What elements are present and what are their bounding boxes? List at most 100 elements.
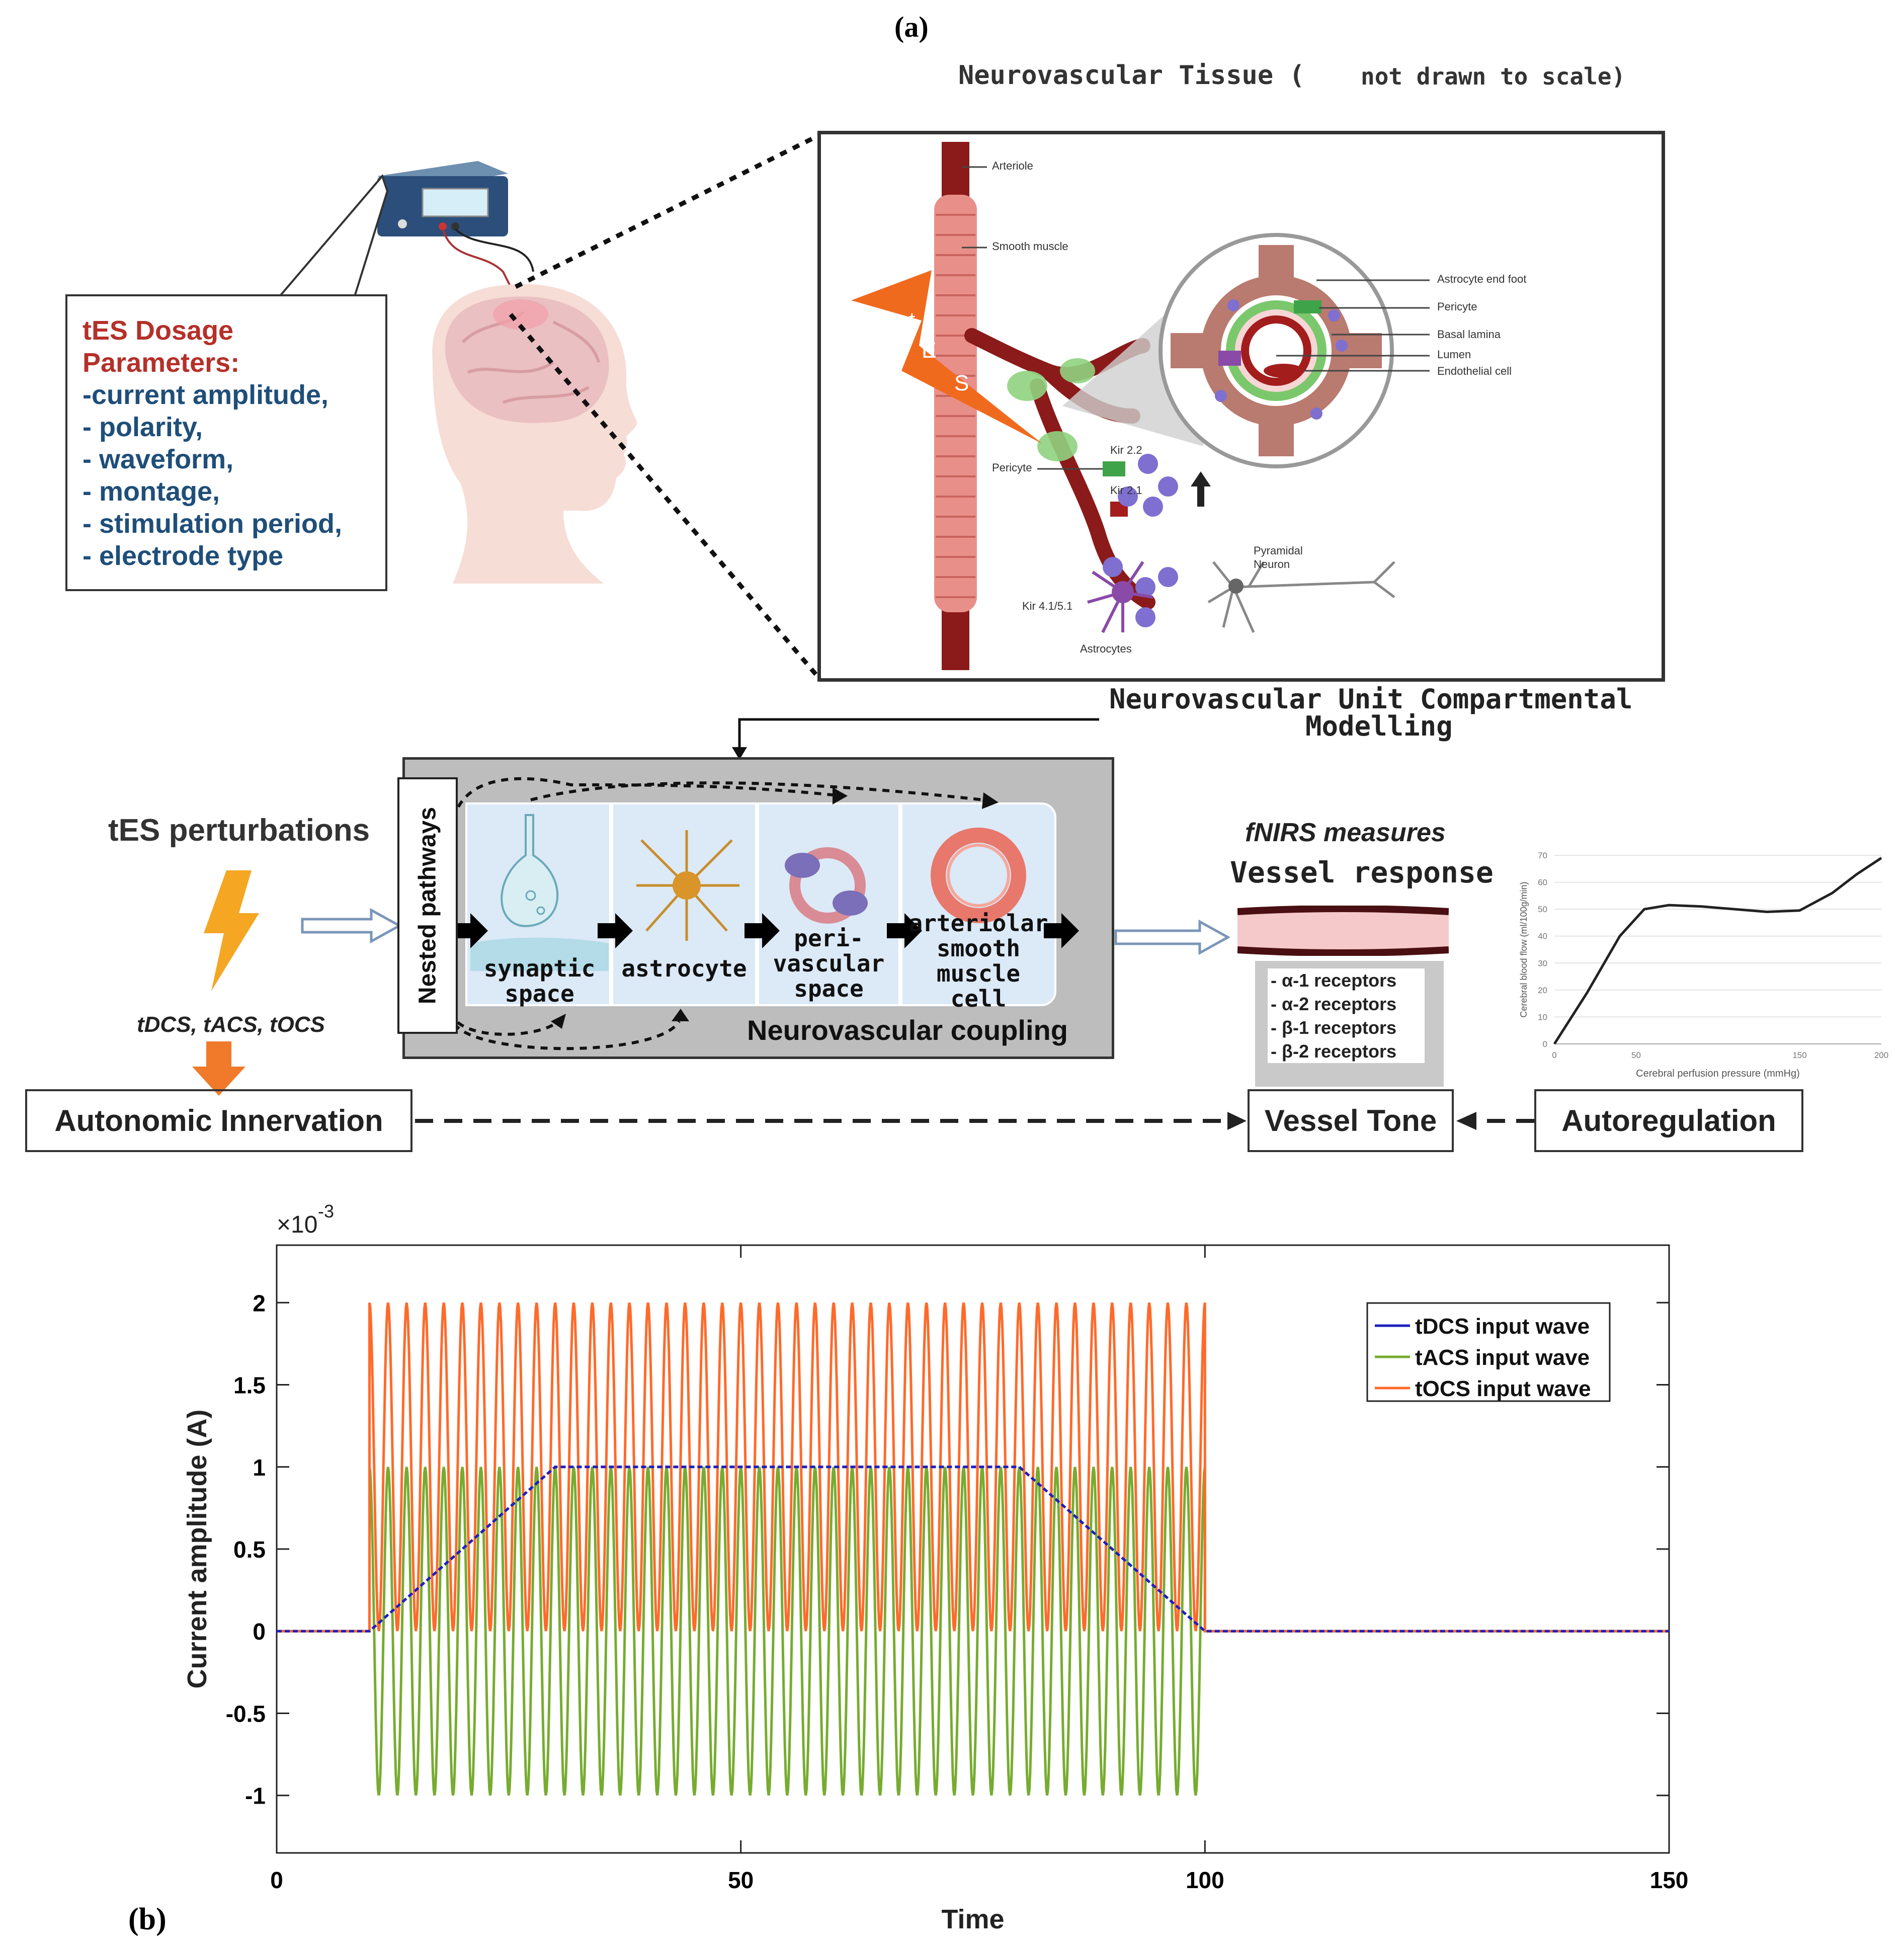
cell-label-smooth-muscle: arteriolar smooth muscle cell <box>900 911 1056 1011</box>
receptor-item: - β-1 receptors <box>1271 1017 1397 1038</box>
y-tick-label: 20 <box>1538 986 1547 995</box>
dosage-title-1: tES Dosage <box>82 315 234 346</box>
cell-label-line: synaptic <box>483 955 596 982</box>
cell-label-line: arteriolar <box>908 910 1048 937</box>
cell-label-astrocyte: astrocyte <box>611 956 757 981</box>
label-kir41: Kir 4.1/5.1 <box>1022 600 1073 612</box>
head-icon <box>432 284 637 584</box>
cell-label-line: vascular <box>773 950 885 977</box>
y-tick-label: 2 <box>253 1290 266 1316</box>
autoregulation-curve <box>1553 857 1882 1045</box>
autoregulation-box: Autoregulation <box>1534 1089 1803 1152</box>
y-tick-label: 0 <box>1543 1039 1547 1049</box>
legend-entry: tOCS input wave <box>1415 1376 1591 1401</box>
y-axis-label: Current amplitude (A) <box>182 1409 212 1688</box>
y-axis-label: Cerebral blood flow (ml/100g/min) <box>1519 881 1529 1017</box>
neurovascular-coupling-caption: Neurovascular coupling <box>747 1014 1068 1046</box>
neurovascular-coupling-panel: Nested pathways synaptic space astrocyte… <box>397 757 1114 1059</box>
tes-letter: E <box>922 338 937 363</box>
tissue-title-left: Neurovascular Tissue ( <box>958 60 1305 91</box>
cell-label-line: cell <box>950 985 1007 1012</box>
label-pyramidal: Pyramidal <box>1254 544 1303 557</box>
vessel-response-title: Vessel response <box>1230 855 1494 889</box>
hollow-arrow-right-icon <box>301 908 401 943</box>
y-exponent-label: ×10 <box>277 1211 317 1238</box>
dosage-title-2: Parameters: <box>82 348 240 378</box>
dosage-item: - polarity, <box>82 412 203 442</box>
label-neuron: Neuron <box>1254 558 1290 571</box>
label-kir22: Kir 2.2 <box>1110 444 1142 456</box>
x-tick-label: 200 <box>1874 1050 1888 1060</box>
panel-a-label: (a) <box>894 11 929 43</box>
y-tick-label: 10 <box>1538 1012 1547 1022</box>
label-astrocytes: Astrocytes <box>1080 642 1132 655</box>
y-tick-label: 50 <box>1538 905 1547 914</box>
x-axis-label: Time <box>941 1904 1004 1934</box>
receptor-item: - α-2 receptors <box>1271 994 1397 1014</box>
label-kir21: Kir 2.1 <box>1110 484 1142 497</box>
series-line-tacs <box>277 1467 1669 1796</box>
label-endothelial-cell: Endothelial cell <box>1437 365 1512 377</box>
cell-label-line: peri- <box>794 925 864 952</box>
y-exponent-power: -3 <box>318 1201 334 1222</box>
autonomic-innervation-box: Autonomic Innervation <box>25 1089 412 1152</box>
cell-box-astrocyte <box>611 802 757 1006</box>
hollow-arrow-right-icon <box>1114 920 1230 955</box>
tes-perturbations-title: tES perturbations <box>108 813 370 848</box>
y-tick-label: 40 <box>1538 932 1547 941</box>
y-tick-label: 70 <box>1538 851 1547 860</box>
label-pericyte: Pericyte <box>1437 300 1477 313</box>
label-lumen: Lumen <box>1437 348 1471 361</box>
dosage-item: -current amplitude, <box>82 380 329 410</box>
orange-down-arrow-icon <box>192 1041 245 1096</box>
y-tick-label: 60 <box>1538 878 1547 887</box>
label-basal-lamina: Basal lamina <box>1437 328 1501 341</box>
nvu-modelling-title-1: Neurovascular Unit Compartmental <box>1109 683 1633 715</box>
neurovascular-tissue-panel: Arteriole Smooth muscle Astrocyte end fo… <box>817 131 1665 682</box>
panel-b-label: (b) <box>128 1902 167 1936</box>
receptor-item: - β-2 receptors <box>1271 1041 1397 1062</box>
coupling-cells-illustration <box>449 777 1079 1050</box>
neurovascular-tissue-illustration <box>851 142 1430 670</box>
label-smooth-muscle: Smooth muscle <box>992 240 1068 253</box>
x-tick-label: 150 <box>1650 1867 1689 1893</box>
tes-letter: t <box>909 308 916 333</box>
receptor-item: - α-1 receptors <box>1271 970 1397 991</box>
series-line-tocs <box>277 1302 1669 1633</box>
cell-label-line: space <box>794 975 864 1002</box>
series-line-tdcs-overlay <box>277 1466 1669 1633</box>
lightning-bolt-icon <box>204 870 259 991</box>
x-tick-label: 100 <box>1186 1867 1224 1893</box>
receptors-list: - α-1 receptors - α-2 receptors - β-1 re… <box>1268 968 1425 1063</box>
dosage-item: - montage, <box>82 476 220 507</box>
y-tick-label: 0.5 <box>233 1536 266 1563</box>
stimulator-device-icon <box>377 161 508 236</box>
y-tick-label: 1.5 <box>233 1372 266 1399</box>
legend-box <box>1366 1302 1611 1402</box>
nested-pathways-label: Nested pathways <box>397 777 458 1034</box>
cell-label-line: smooth <box>936 935 1021 962</box>
cell-label-line: muscle <box>936 960 1021 987</box>
dosage-parameters-box: tES Dosage Parameters: -current amplitud… <box>65 294 387 591</box>
legend-entry: tACS input wave <box>1415 1345 1590 1370</box>
tes-letter: S <box>954 371 969 395</box>
x-tick-label: 150 <box>1792 1050 1806 1060</box>
nvu-modelling-title-2: Modelling <box>1305 710 1453 742</box>
x-axis-label: Cerebral perfusion pressure (mmHg) <box>1636 1068 1800 1079</box>
x-tick-label: 50 <box>1631 1050 1641 1060</box>
x-tick-label: 50 <box>728 1867 754 1893</box>
label-pericyte-branch: Pericyte <box>992 461 1032 474</box>
fnirs-title: fNIRS measures <box>1245 818 1446 847</box>
stimulation-types: tDCS, tACS, tOCS <box>137 1012 325 1037</box>
vessel-tone-box: Vessel Tone <box>1248 1089 1454 1152</box>
vessel-illustration <box>1237 906 1449 956</box>
cell-box-perivascular <box>757 802 900 1006</box>
legend-entry: tDCS input wave <box>1415 1314 1590 1339</box>
x-tick-label: 0 <box>270 1867 283 1893</box>
tissue-title-right: not drawn to scale) <box>1361 63 1626 90</box>
dosage-item: - waveform, <box>82 444 234 474</box>
